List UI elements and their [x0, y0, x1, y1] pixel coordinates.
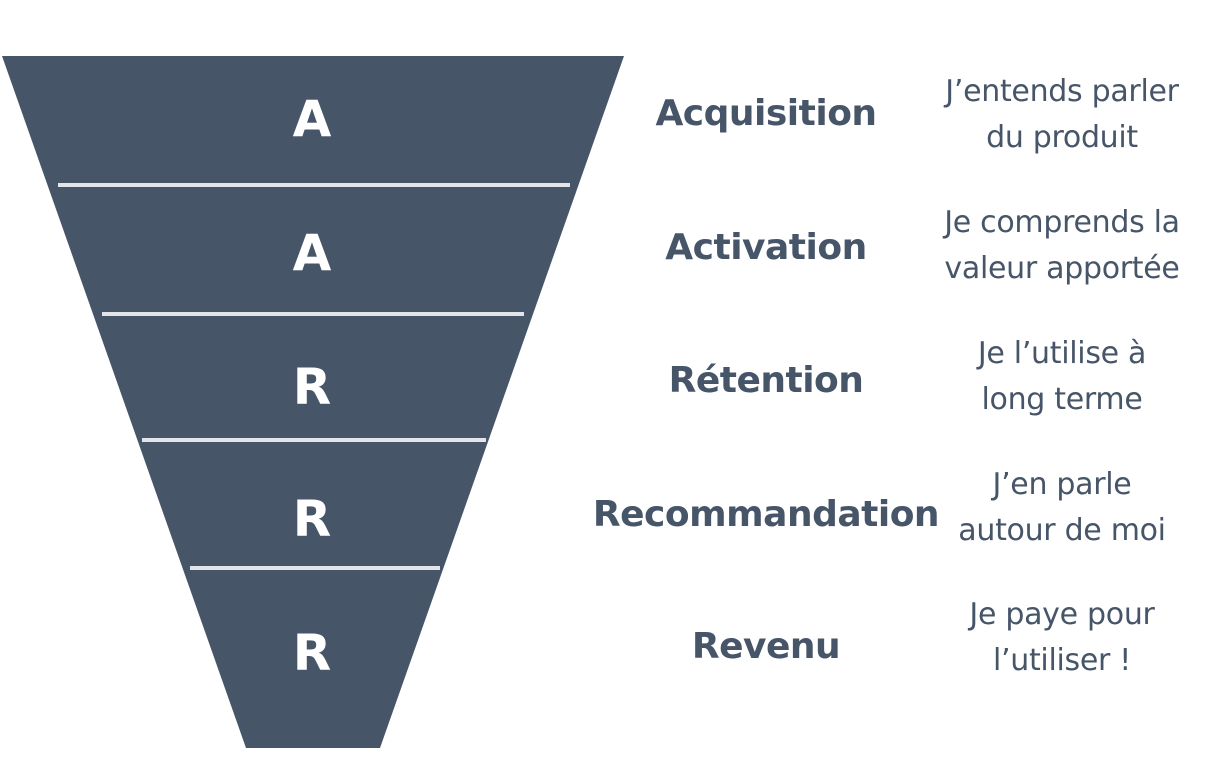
- stage-name-retention: Rétention: [668, 360, 864, 401]
- stage-description-revenu: Je paye pour l’utiliser !: [930, 592, 1194, 684]
- funnel-letter-acquisition: A: [292, 90, 332, 148]
- stage-description-line: long terme: [981, 382, 1143, 417]
- stage-description-line: du produit: [986, 120, 1138, 155]
- funnel-letter-revenu: R: [292, 624, 332, 682]
- stage-name-activation: Activation: [665, 227, 867, 268]
- stage-description-acquisition: J’entends parler du produit: [930, 69, 1194, 161]
- stage-description-line: Je paye pour: [969, 597, 1155, 632]
- stage-description-line: Je comprends la: [944, 205, 1180, 240]
- stage-description-line: J’en parle: [992, 467, 1132, 502]
- stage-name-revenu: Revenu: [691, 626, 841, 667]
- stage-description-line: valeur apportée: [944, 251, 1180, 286]
- funnel-shape: [2, 56, 624, 748]
- stage-name-recommandation: Recommandation: [592, 494, 940, 535]
- funnel-letter-recommandation: R: [292, 490, 332, 548]
- stage-description-recommandation: J’en parle autour de moi: [930, 462, 1194, 554]
- stage-description-line: J’entends parler: [945, 74, 1179, 109]
- funnel-letter-retention: R: [292, 358, 332, 416]
- stage-description-line: l’utiliser !: [992, 643, 1132, 678]
- stage-description-line: autour de moi: [958, 513, 1166, 548]
- stage-description-retention: Je l’utilise à long terme: [930, 331, 1194, 423]
- stage-name-acquisition: Acquisition: [655, 93, 877, 134]
- funnel-letter-activation: A: [292, 224, 332, 282]
- stage-description-line: Je l’utilise à: [977, 336, 1147, 371]
- stage-description-activation: Je comprends la valeur apportée: [930, 200, 1194, 292]
